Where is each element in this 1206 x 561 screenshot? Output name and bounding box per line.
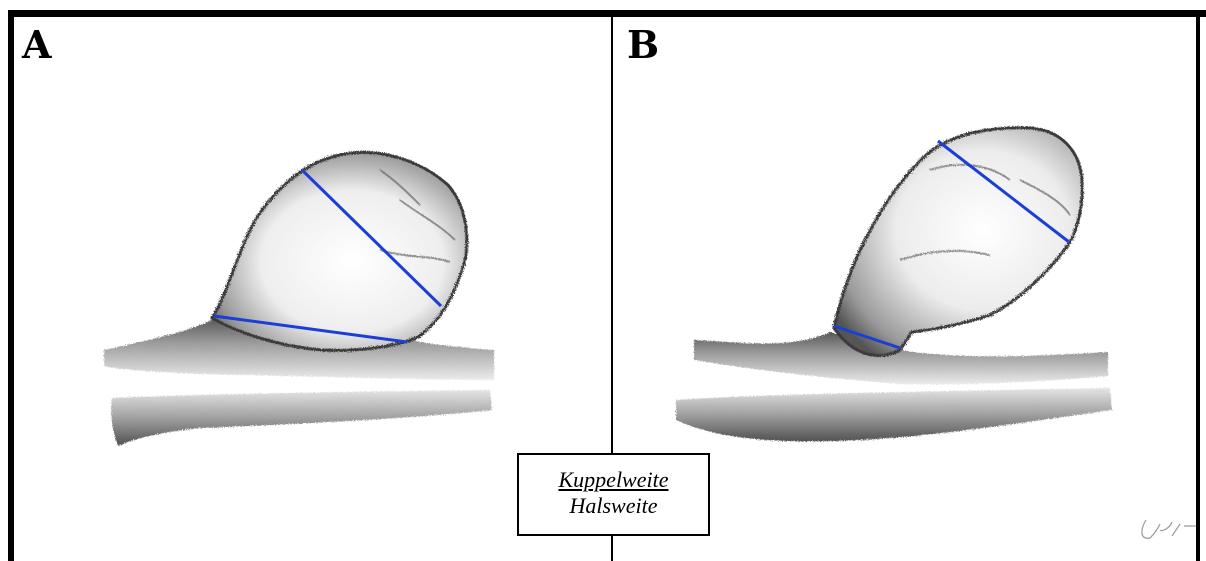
frame-right — [1196, 10, 1200, 561]
vessel-a-lower-wall — [111, 390, 492, 446]
formula-denominator: Halsweite — [519, 493, 708, 519]
panel-label-b: B — [627, 26, 659, 64]
aneurysm-b-sac — [834, 128, 1082, 356]
panel-b-drawing — [676, 128, 1112, 442]
formula-numerator: Kuppelweite — [519, 467, 708, 493]
frame-top — [8, 10, 1206, 17]
formula-box: Kuppelweite Halsweite — [517, 453, 710, 536]
frame-left — [8, 10, 14, 561]
vessel-b-lower-wall — [676, 388, 1112, 441]
panel-label-a: A — [22, 26, 51, 64]
artist-signature — [1142, 520, 1196, 538]
